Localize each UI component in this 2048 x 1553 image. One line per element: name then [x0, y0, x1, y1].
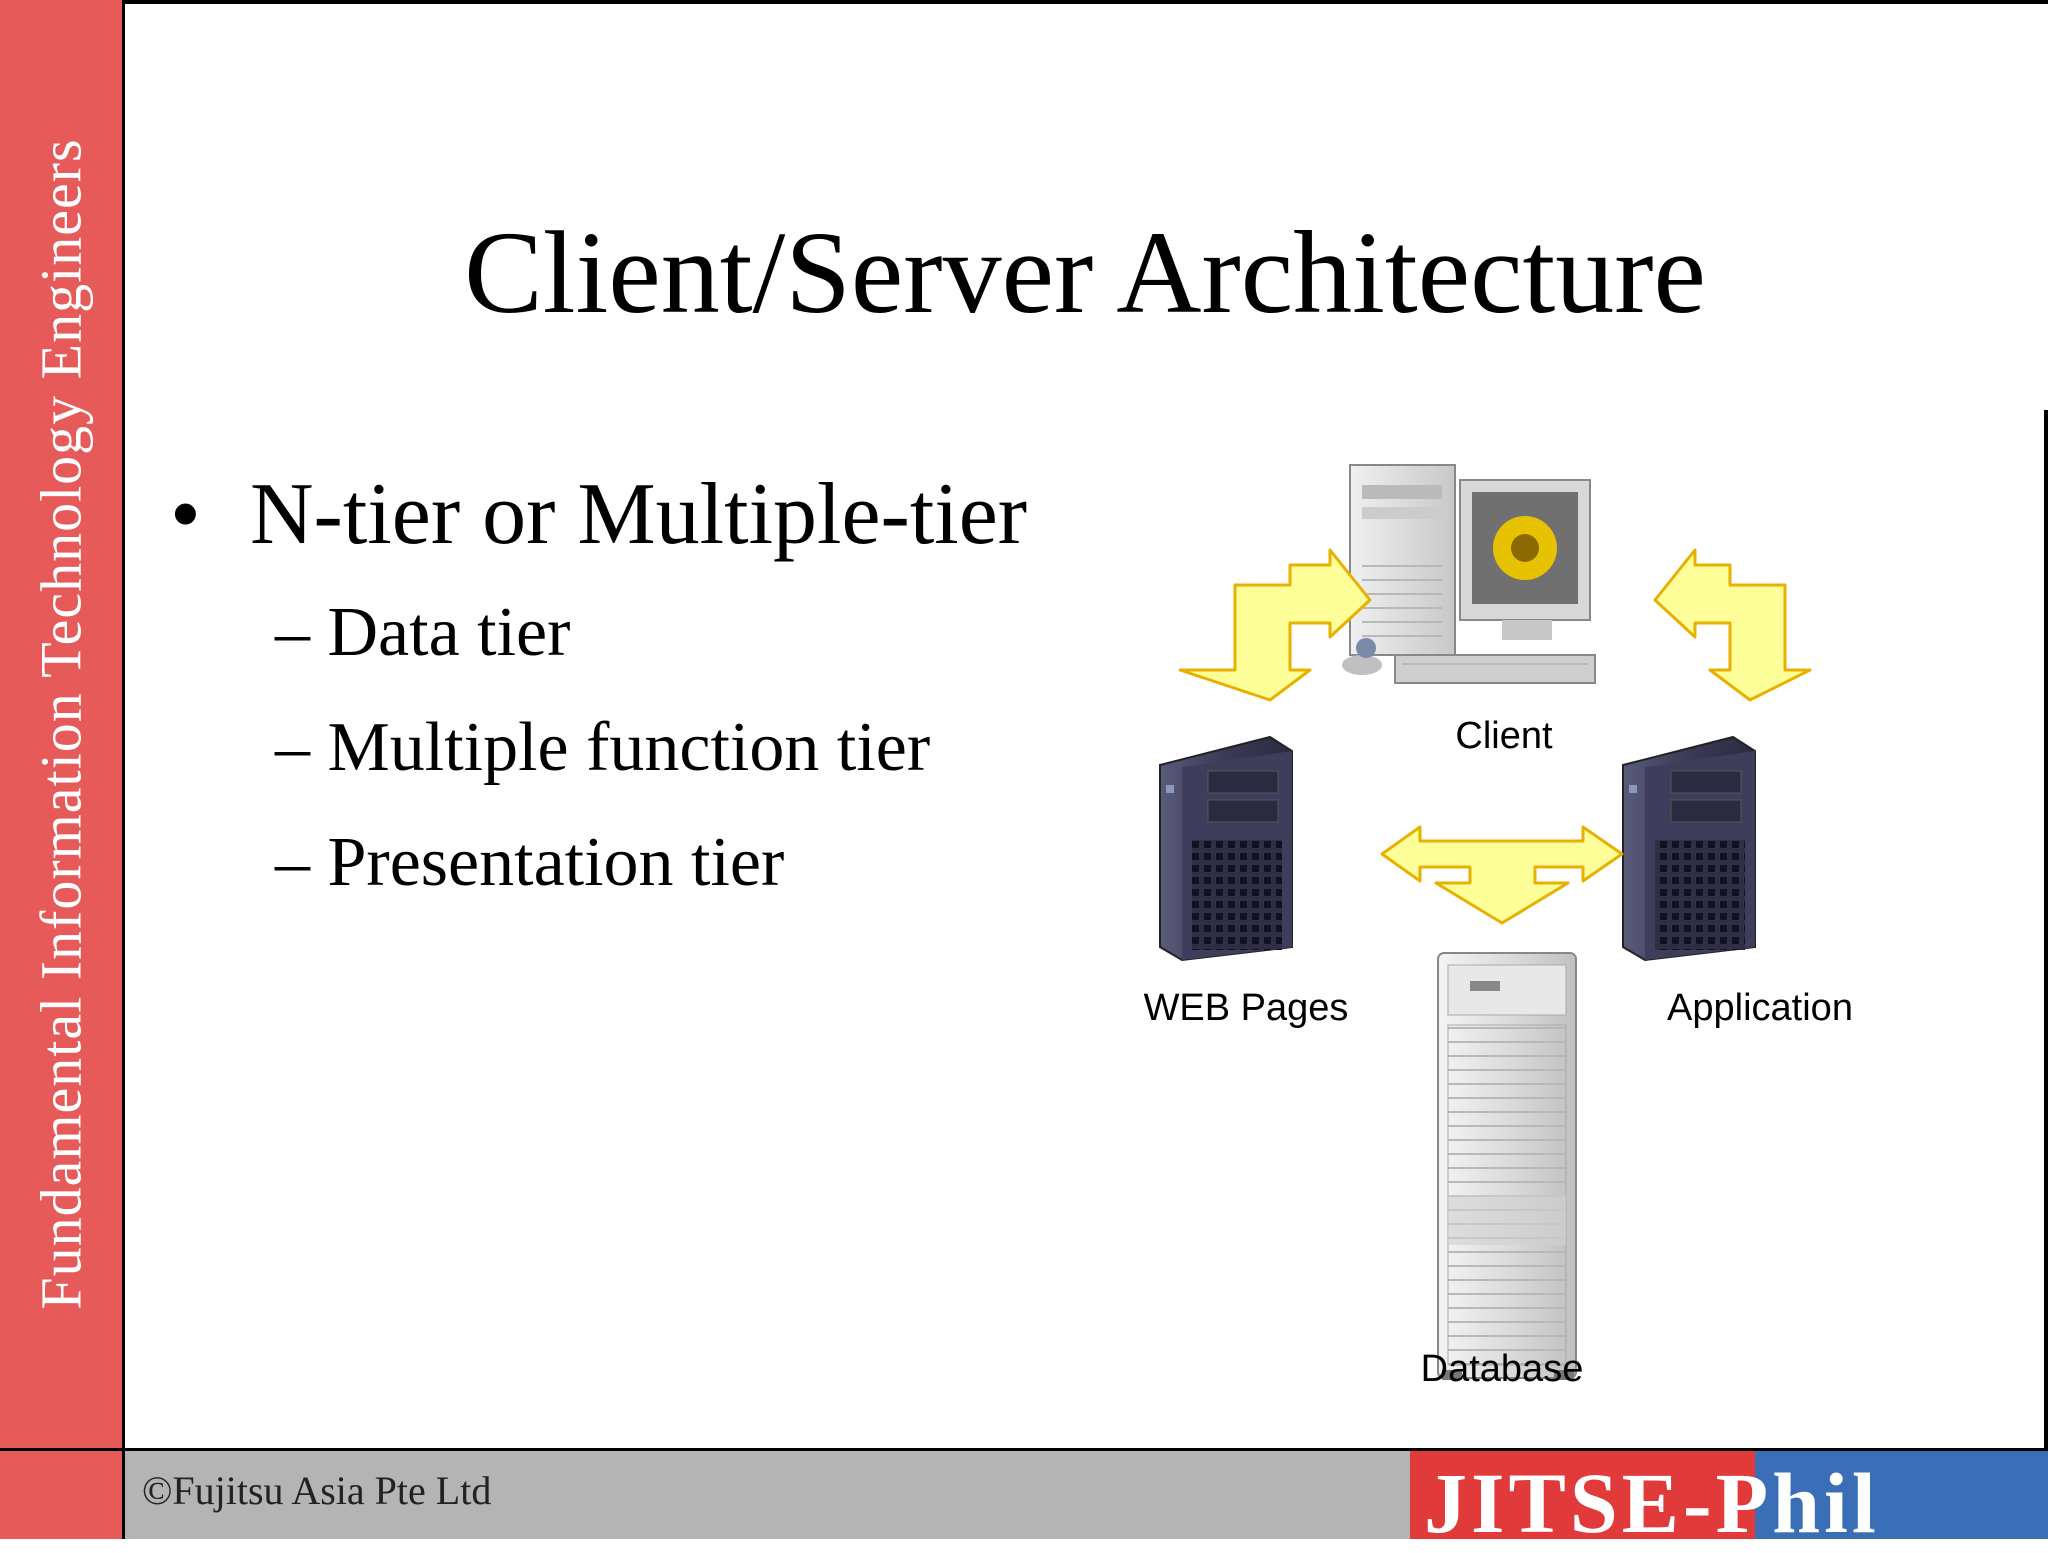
logo-blue-block [1755, 1451, 2048, 1539]
architecture-diagram: Client [1130, 455, 1910, 1395]
logo-text-blue: -Phil [1683, 1455, 1880, 1551]
top-border [122, 0, 2048, 4]
footer-side-band [0, 1451, 125, 1539]
copyright-text: ©Fujitsu Asia Pte Ltd [142, 1468, 492, 1513]
subbullet-text: Presentation tier [327, 824, 785, 901]
web-server-icon [1159, 735, 1293, 962]
right-border [2044, 410, 2048, 1448]
bullet-list: • N-tier or Multiple-tier – Data tier – M… [170, 455, 1027, 920]
subbullet-item: – Data tier [275, 594, 571, 671]
arrow-web-app-database-icon [1380, 825, 1624, 925]
side-band: Fundamental Information Technology Engin… [0, 0, 125, 1448]
subbullet-item: – Multiple function tier [275, 709, 931, 786]
application-server-icon [1622, 735, 1756, 962]
logo-red-block [1410, 1451, 1755, 1539]
bullet-dot: • [170, 466, 201, 563]
jitse-phil-logo: JITSE-Phil [1410, 1451, 2048, 1551]
arrow-client-web-icon [1178, 548, 1372, 702]
logo-text-red: JITSE [1424, 1455, 1684, 1551]
bullet-item: • N-tier or Multiple-tier [170, 455, 1027, 575]
database-label: Database [1421, 1348, 1584, 1390]
subbullet-item: – Presentation tier [275, 824, 785, 901]
web-pages-label: WEB Pages [1144, 987, 1349, 1029]
client-label: Client [1455, 715, 1553, 757]
application-label: Application [1667, 987, 1853, 1029]
arrow-client-app-icon [1653, 548, 1812, 702]
client-computer-icon [1342, 464, 1596, 684]
database-server-icon [1437, 952, 1577, 1380]
diagram-graphics: Client [1144, 464, 1853, 1390]
subbullet-text: Multiple function tier [327, 709, 931, 786]
side-band-text: Fundamental Information Technology Engin… [28, 138, 94, 1310]
logo-text: JITSE-Phil [1424, 1453, 1880, 1553]
subbullet-text: Data tier [327, 594, 571, 671]
slide-title: Client/Server Architecture [464, 207, 1706, 338]
bullet-text: N-tier or Multiple-tier [250, 466, 1028, 563]
footer: ©Fujitsu Asia Pte Ltd JITSE-Phil [0, 1448, 2048, 1551]
